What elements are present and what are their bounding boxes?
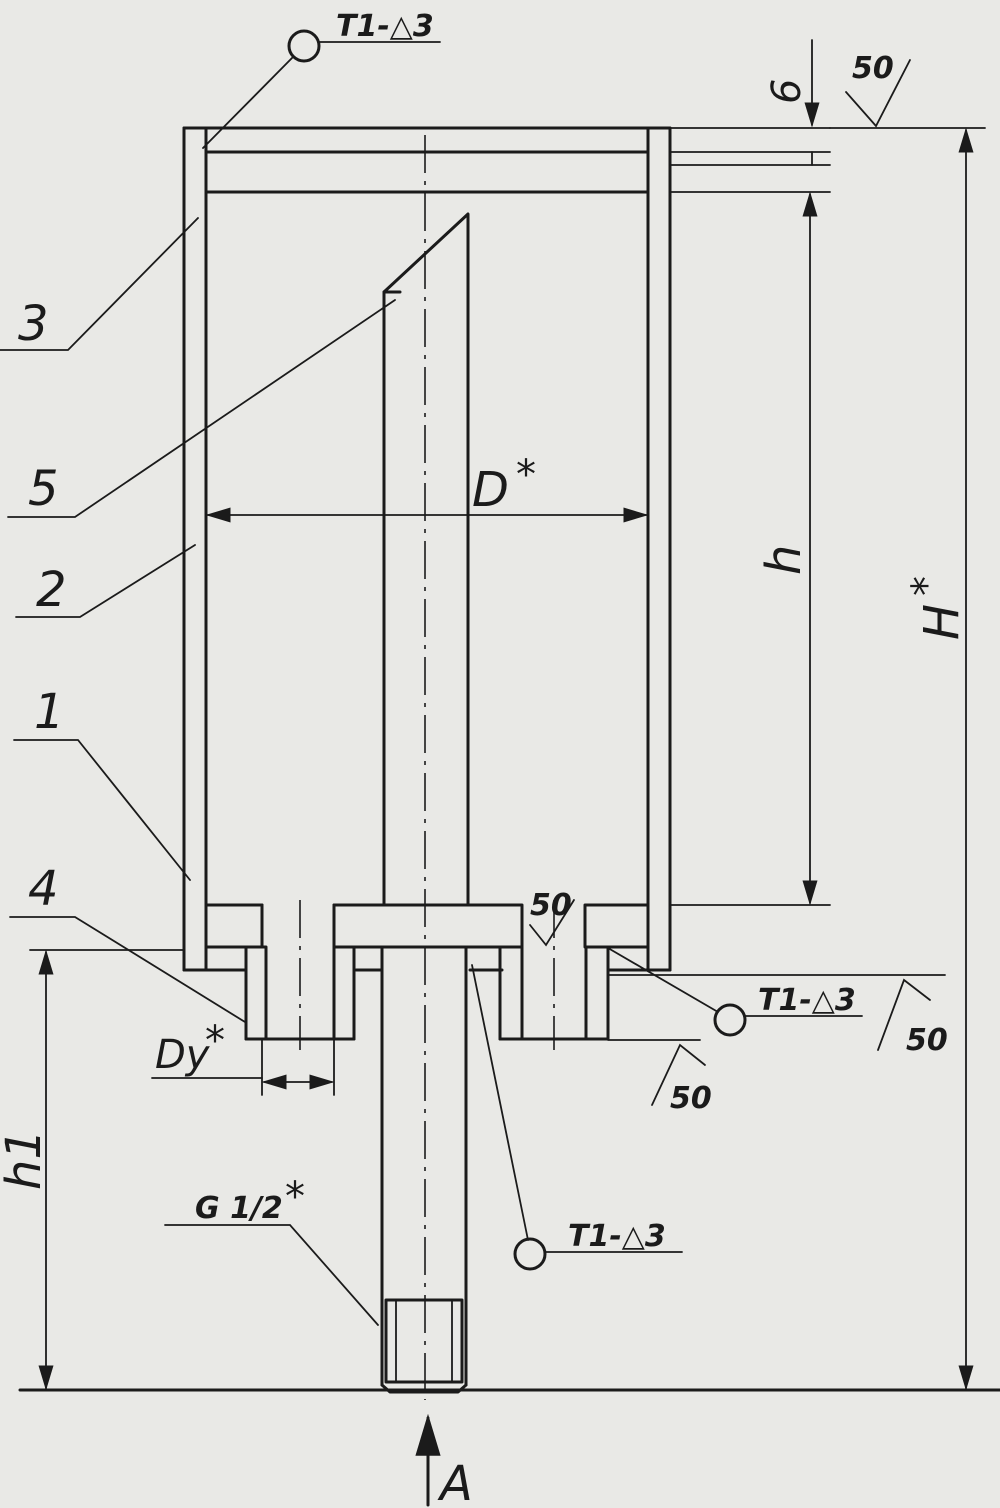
- thread-label: G 1/2: [195, 1191, 283, 1226]
- part-1-label: 1: [34, 684, 65, 740]
- weld-right-label: T1-△3: [758, 983, 856, 1018]
- height-inner-label: h: [756, 545, 812, 575]
- dimension-height-total: H *: [829, 127, 986, 1391]
- vessel-right-wall: [646, 126, 672, 972]
- weld-bottom-label: T1-△3: [568, 1219, 666, 1254]
- roughness-mid: 50: [529, 888, 575, 947]
- thickness-label: 6: [764, 79, 810, 104]
- part-5-label: 5: [28, 461, 59, 517]
- roughness-top: 50: [845, 51, 911, 128]
- vessel-bottom-plate: [182, 903, 672, 972]
- vessel-top-lid: [182, 126, 672, 194]
- roughness-right: 50: [607, 974, 948, 1058]
- view-arrow: A: [415, 1413, 473, 1508]
- leader-part-4: 4: [9, 861, 246, 1023]
- height-total-asterisk: *: [904, 576, 950, 596]
- roughness-mid-label: 50: [530, 888, 572, 923]
- inner-pipe: [382, 212, 470, 907]
- height-bottom-label: h1: [0, 1129, 52, 1190]
- part-2-label: 2: [36, 562, 67, 618]
- roughness-bottom: 50: [607, 1039, 712, 1116]
- thread-section: [384, 1298, 464, 1384]
- height-total-label: H: [914, 604, 970, 640]
- part-3-label: 3: [18, 296, 49, 352]
- leader-part-1: 1: [13, 684, 191, 881]
- thread-asterisk: *: [285, 1174, 305, 1220]
- diameter-asterisk: *: [516, 452, 536, 498]
- leader-thread: G 1/2 *: [164, 1174, 379, 1326]
- part-4-label: 4: [28, 861, 59, 917]
- dimension-diameter: D *: [205, 452, 649, 523]
- dimension-height-inner: h: [669, 191, 831, 906]
- dimension-thickness: 6: [669, 39, 831, 193]
- diameter-label: D: [472, 462, 509, 518]
- weld-top-label: T1-△3: [336, 9, 434, 44]
- nozzle-left: [244, 900, 356, 1050]
- leader-part-3: 3: [0, 217, 199, 352]
- roughness-top-label: 50: [852, 51, 894, 86]
- weld-symbol-top: T1-△3: [202, 9, 441, 149]
- view-label: A: [437, 1456, 473, 1508]
- leader-part-2: 2: [15, 544, 196, 618]
- leader-part-5: 5: [7, 299, 396, 518]
- dimension-height-bottom: h1: [0, 949, 54, 1391]
- outlet-pipe: [380, 945, 468, 1394]
- outlet-diameter-asterisk: *: [205, 1018, 225, 1064]
- weld-symbol-right: T1-△3: [607, 947, 863, 1037]
- roughness-bottom-label: 50: [670, 1081, 712, 1116]
- roughness-right-label: 50: [906, 1023, 948, 1058]
- outlet-diameter-label: Dy: [155, 1032, 211, 1078]
- nozzle-right: [498, 900, 610, 1050]
- weld-symbol-bottom: T1-△3: [471, 964, 683, 1271]
- dimension-outlet-diameter: Dy *: [151, 1018, 335, 1096]
